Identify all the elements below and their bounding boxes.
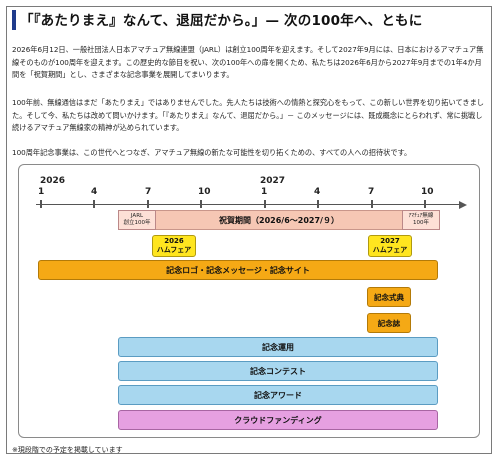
logo-message-site-label: 記念ロゴ・記念メッセージ・記念サイト xyxy=(166,265,310,275)
month-label: 7 xyxy=(368,187,375,197)
ceremony-box: 記念式典 xyxy=(367,287,411,307)
ham-fair-2027-box: 2027 ハムフェア xyxy=(368,235,412,257)
ham-fair-2026-box: 2026 ハムフェア xyxy=(152,235,196,257)
month-label: 10 xyxy=(421,187,434,197)
operation-bar: 記念運用 xyxy=(118,337,438,357)
ceremony-label: 記念式典 xyxy=(374,292,404,302)
month-label: 4 xyxy=(91,187,98,197)
award-label: 記念アワード xyxy=(254,390,302,400)
axis-arrow-icon xyxy=(459,200,467,209)
jarl-centennial-box: JARL 創立100年 xyxy=(118,210,156,230)
amateur-radio-centennial-box: ｱﾏﾁｭｱ無線 100年 xyxy=(402,210,440,230)
axis-tick xyxy=(200,200,202,208)
amateur-centennial-label: 100年 xyxy=(413,220,429,226)
content-frame xyxy=(6,6,492,454)
jarl-label: JARL xyxy=(130,213,144,219)
axis-tick xyxy=(264,200,266,208)
month-label: 7 xyxy=(145,187,152,197)
axis-tick xyxy=(317,200,319,208)
operation-label: 記念運用 xyxy=(262,342,294,352)
year-label-2026: 2026 xyxy=(40,176,66,186)
celebration-period-bar: 祝賀期間（2026/6～2027/９） xyxy=(118,210,440,230)
crowdfunding-bar: クラウドファンディング xyxy=(118,410,438,430)
title-accent-bar xyxy=(12,10,16,30)
paragraph-intro: 2026年6月12日、一般社団法人日本アマチュア無線連盟（JARL）は創立100… xyxy=(12,45,484,80)
ham-fair-label: ハムフェア xyxy=(156,246,192,254)
axis-tick xyxy=(371,200,373,208)
jarl-centennial-label: 創立100年 xyxy=(123,220,151,226)
footnote: ※現段階での予定を掲載しています xyxy=(12,446,123,454)
ham-fair-year: 2026 xyxy=(164,237,184,245)
timeline-axis xyxy=(36,204,461,205)
month-label: 4 xyxy=(314,187,321,197)
celebration-period-label: 祝賀期間（2026/6～2027/９） xyxy=(219,215,339,225)
magazine-box: 記念誌 xyxy=(367,313,411,333)
month-label: 10 xyxy=(198,187,211,197)
contest-bar: 記念コンテスト xyxy=(118,361,438,381)
month-label: 1 xyxy=(261,187,268,197)
award-bar: 記念アワード xyxy=(118,385,438,405)
ham-fair-label: ハムフェア xyxy=(372,246,408,254)
axis-tick xyxy=(40,200,42,208)
ham-fair-year: 2027 xyxy=(380,237,400,245)
crowdfunding-label: クラウドファンディング xyxy=(234,415,322,425)
logo-message-site-bar: 記念ロゴ・記念メッセージ・記念サイト xyxy=(38,260,438,280)
axis-tick xyxy=(93,200,95,208)
magazine-label: 記念誌 xyxy=(377,318,401,328)
year-label-2027: 2027 xyxy=(260,176,286,186)
amateur-radio-label: ｱﾏﾁｭｱ無線 xyxy=(408,213,434,219)
axis-tick xyxy=(424,200,426,208)
month-label: 1 xyxy=(38,187,45,197)
paragraph-invitation: 100周年記念事業は、この世代へとつなぎ、アマチュア無線の新たな可能性を切り拓く… xyxy=(12,148,412,157)
page-title: 「『あたりまえ』なんて、退屈だから。」— 次の100年へ、ともに xyxy=(20,13,423,29)
paragraph-history: 100年前、無線通信はまだ「あたりまえ」ではありませんでした。先人たちは技術への… xyxy=(12,98,484,133)
contest-label: 記念コンテスト xyxy=(250,366,306,376)
axis-tick xyxy=(147,200,149,208)
